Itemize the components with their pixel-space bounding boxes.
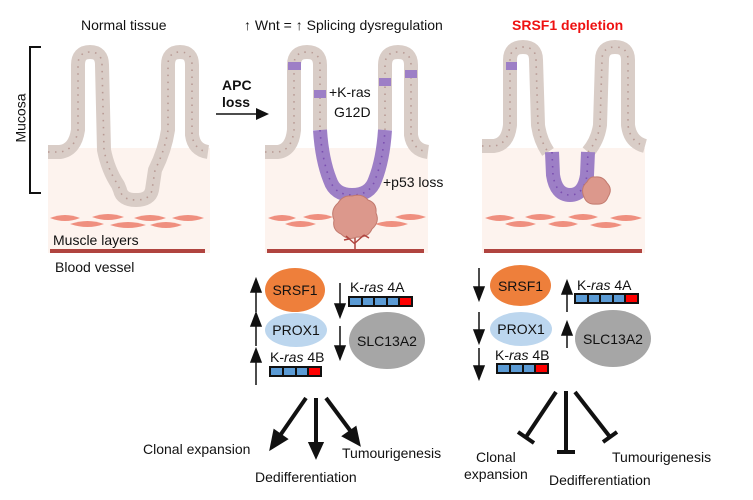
outcome-clonal-expansion: Clonal expansion <box>143 441 251 457</box>
mucosa-label: Mucosa <box>12 93 29 143</box>
srsf1-depletion-tissue-illustration <box>482 40 648 253</box>
slc13a2-bubble: SLC13A2 <box>349 312 425 369</box>
inhibit-clonal-expansion <box>516 430 536 445</box>
outcome-clonal-line1: Clonal <box>476 449 516 465</box>
muscle-layers-label: Muscle layers <box>53 232 139 248</box>
mucosa-bracket <box>29 46 41 194</box>
kras4a-label-depleted: K-ras 4A <box>577 277 632 293</box>
p53-loss-label: +p53 loss <box>383 174 444 190</box>
kras-mutation-label: +K-ras <box>329 84 371 100</box>
arrow-dedifferentiation <box>307 442 325 460</box>
kras4a-exon-bar-depleted <box>574 293 639 304</box>
kras4b-label: K-ras 4B <box>270 349 325 365</box>
srsf1-outcome-inhibitions <box>516 390 619 454</box>
muscle-layer <box>485 214 642 228</box>
normal-tissue-title: Normal tissue <box>81 17 167 33</box>
slc13a2-label: SLC13A2 <box>357 332 417 349</box>
blood-vessel <box>50 249 205 253</box>
outcome-clonal-line2: expansion <box>464 466 528 482</box>
up-arrow-kras4a <box>560 278 574 295</box>
srsf1-depletion-title: SRSF1 depletion <box>512 17 624 33</box>
down-arrow-slc13a2 <box>333 345 347 362</box>
tumour <box>582 176 611 205</box>
outcome-tumourigenesis: Tumourigenesis <box>342 445 442 461</box>
outcome-tumourigenesis-depleted: Tumourigenesis <box>612 449 712 465</box>
down-arrow-srsf1 <box>472 286 486 303</box>
blood-vessel-label: Blood vessel <box>55 259 135 275</box>
up-arrow-slc13a2 <box>560 319 574 336</box>
wnt-outcome-arrows <box>269 396 361 460</box>
srsf1-bubble-depleted: SRSF1 <box>490 265 551 306</box>
wnt-tissue-illustration <box>265 45 430 253</box>
prox1-label: PROX1 <box>272 322 320 338</box>
kras4a-exon-bar <box>348 296 413 307</box>
muscle-layer <box>268 214 426 227</box>
slc13a2-bubble-upregulated: SLC13A2 <box>575 310 651 367</box>
loss-label: loss <box>222 94 251 110</box>
wnt-regulation-arrows <box>249 276 347 385</box>
down-arrow-kras4b <box>472 365 486 382</box>
down-arrow-prox1 <box>472 329 486 346</box>
kras4b-exon-bar <box>269 366 322 377</box>
tumour <box>332 194 378 239</box>
srsf1-label: SRSF1 <box>272 282 318 298</box>
srsf1-bubble: SRSF1 <box>265 268 325 312</box>
wnt-panel-title: ↑ Wnt = ↑ Splicing dysregulation <box>244 17 443 33</box>
tumour-vasculature <box>343 234 370 250</box>
apc-label: APC <box>222 77 252 93</box>
prox1-bubble: PROX1 <box>265 313 327 347</box>
kras4a-label: K-ras 4A <box>350 279 405 295</box>
inhibit-tumourigenesis <box>601 430 619 444</box>
kras-g12d-label: G12D <box>334 104 371 120</box>
srsf1-regulation-arrows <box>472 268 574 382</box>
kras4b-label-depleted: K-ras 4B <box>495 347 550 363</box>
srsf1-label: SRSF1 <box>497 277 544 294</box>
arrow-tumourigenesis <box>341 425 361 447</box>
down-arrow-kras4a <box>333 303 347 320</box>
up-arrow-prox1 <box>249 310 263 327</box>
blood-vessel <box>484 249 642 253</box>
kras4b-exon-bar-depleted <box>496 363 549 374</box>
prox1-bubble-depleted: PROX1 <box>490 312 552 346</box>
up-arrow-kras4b <box>249 346 263 363</box>
outcome-dedifferentiation: Dedifferentiation <box>255 469 357 485</box>
muscle-layer <box>50 214 204 228</box>
blood-vessel <box>267 249 424 253</box>
prox1-label: PROX1 <box>497 321 545 337</box>
mutant-epithelium <box>313 129 392 202</box>
arrow-clonal-expansion <box>269 428 289 452</box>
slc13a2-label: SLC13A2 <box>583 330 643 347</box>
normal-tissue-illustration <box>29 45 210 253</box>
up-arrow-srsf1 <box>249 276 263 293</box>
outcome-dedifferentiation-depleted: Dedifferentiation <box>549 472 651 488</box>
apc-loss-arrow <box>216 108 269 120</box>
